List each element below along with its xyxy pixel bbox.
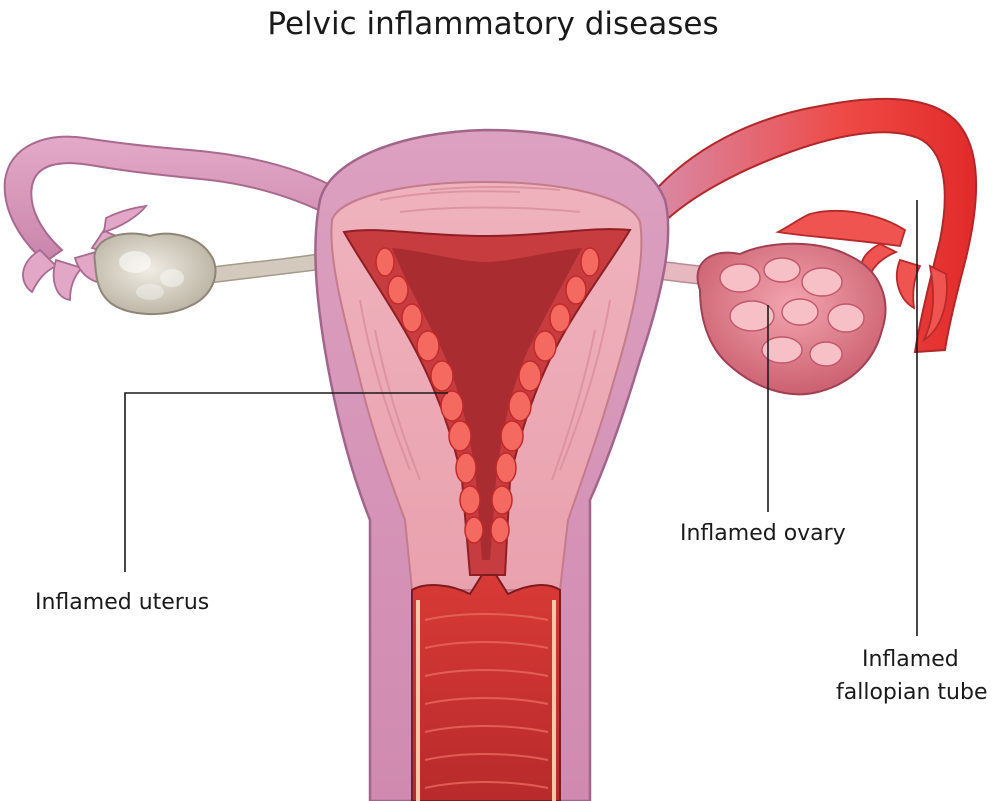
inflamed-endometrium-right	[490, 247, 600, 544]
right-fallopian-tube	[648, 97, 978, 354]
right-ovary	[696, 242, 887, 396]
label-inflamed-uterus: Inflamed uterus	[35, 590, 209, 615]
right-fimbriae	[775, 209, 948, 343]
muscle-striations	[359, 186, 611, 481]
cervix-ridges	[424, 613, 549, 789]
left-ovary	[93, 232, 217, 315]
uterus-leader-line	[124, 392, 448, 572]
ovary-follicles	[719, 257, 865, 367]
label-inflamed-ovary: Inflamed ovary	[680, 521, 846, 546]
left-ovarian-ligament	[198, 251, 333, 285]
label-inflamed-tube-line1: Inflamed	[862, 647, 959, 672]
inflamed-endometrium-left	[375, 247, 484, 544]
cervix	[411, 574, 561, 801]
label-inflamed-tube-line2: fallopian tube	[836, 680, 987, 705]
cavity-inner	[392, 248, 582, 560]
diagram-title: Pelvic inflammatory diseases	[267, 6, 718, 42]
